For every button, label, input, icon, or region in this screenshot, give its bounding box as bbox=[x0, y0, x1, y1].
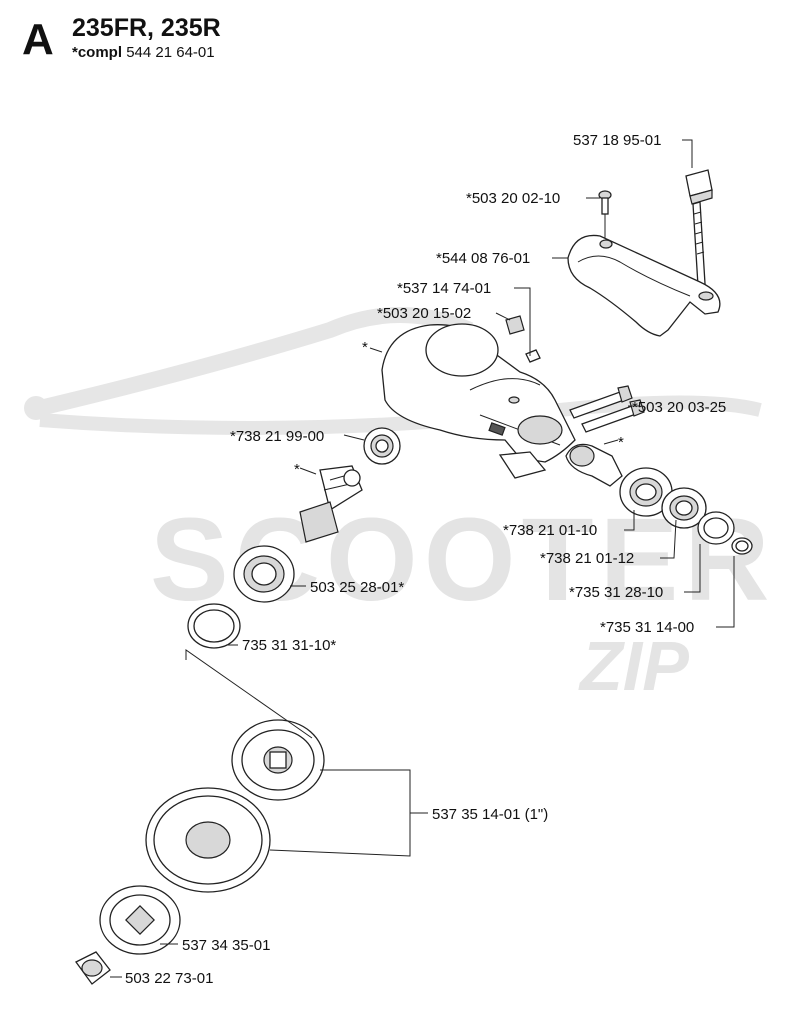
label-735-31-28-10[interactable]: *735 31 28-10 bbox=[569, 584, 663, 601]
complete-assembly-number: *compl 544 21 64-01 bbox=[72, 45, 215, 60]
bearing-2-part bbox=[661, 487, 707, 529]
support-flange-part bbox=[231, 719, 325, 801]
gear-housing-part bbox=[381, 323, 576, 479]
asterisk-gear: * bbox=[294, 461, 300, 478]
snap-ring-part bbox=[697, 511, 735, 545]
small-screw-part bbox=[598, 190, 612, 240]
label-503-20-02-10[interactable]: *503 20 02-10 bbox=[466, 190, 560, 207]
pinion-shaft-part bbox=[565, 443, 623, 487]
small-snap-ring-part bbox=[731, 537, 753, 555]
guard-dish-part bbox=[145, 787, 271, 893]
part-labels: 537 18 95-01 *503 20 02-10 *544 08 76-01… bbox=[125, 132, 726, 987]
label-735-31-31-10[interactable]: 735 31 31-10* bbox=[242, 637, 336, 654]
watermark-suffix: ZIP bbox=[578, 627, 689, 705]
label-738-21-99-00[interactable]: *738 21 99-00 bbox=[230, 428, 324, 445]
compl-prefix: *compl bbox=[72, 44, 123, 61]
label-503-20-15-02[interactable]: *503 20 15-02 bbox=[377, 305, 471, 322]
compl-number: 544 21 64-01 bbox=[126, 44, 215, 61]
section-letter: A bbox=[22, 15, 54, 64]
small-bearing-part bbox=[363, 427, 401, 465]
large-bearing-part bbox=[233, 545, 295, 603]
label-537-18-95-01[interactable]: 537 18 95-01 bbox=[573, 132, 661, 149]
label-738-21-01-12[interactable]: *738 21 01-12 bbox=[540, 550, 634, 567]
leader-lines bbox=[110, 139, 735, 978]
nut-part bbox=[75, 951, 111, 985]
circlip-part bbox=[187, 603, 241, 649]
asterisk-housing: * bbox=[362, 339, 368, 356]
model-title: 235FR, 235R bbox=[72, 14, 221, 42]
label-503-22-73-01[interactable]: 503 22 73-01 bbox=[125, 970, 213, 987]
label-503-20-03-25[interactable]: *503 20 03-25 bbox=[632, 399, 726, 416]
clamp-cover-part bbox=[567, 234, 721, 337]
label-537-35-14-01[interactable]: 537 35 14-01 (1") bbox=[432, 806, 548, 823]
asterisk-pinion: * bbox=[618, 434, 624, 451]
label-735-31-14-00[interactable]: *735 31 14-00 bbox=[600, 619, 694, 636]
bevel-gear-shaft-part bbox=[299, 465, 363, 543]
flange-part bbox=[99, 885, 181, 955]
plug-part bbox=[505, 315, 541, 363]
label-503-25-28-01[interactable]: 503 25 28-01* bbox=[310, 579, 404, 596]
label-544-08-76-01[interactable]: *544 08 76-01 bbox=[436, 250, 530, 267]
label-738-21-01-10[interactable]: *738 21 01-10 bbox=[503, 522, 597, 539]
label-537-34-35-01[interactable]: 537 34 35-01 bbox=[182, 937, 270, 954]
bearing-part bbox=[619, 467, 673, 517]
housing-screws-part bbox=[569, 385, 645, 433]
label-537-14-74-01[interactable]: *537 14 74-01 bbox=[397, 280, 491, 297]
asterisk-markers: * * * bbox=[294, 339, 624, 478]
